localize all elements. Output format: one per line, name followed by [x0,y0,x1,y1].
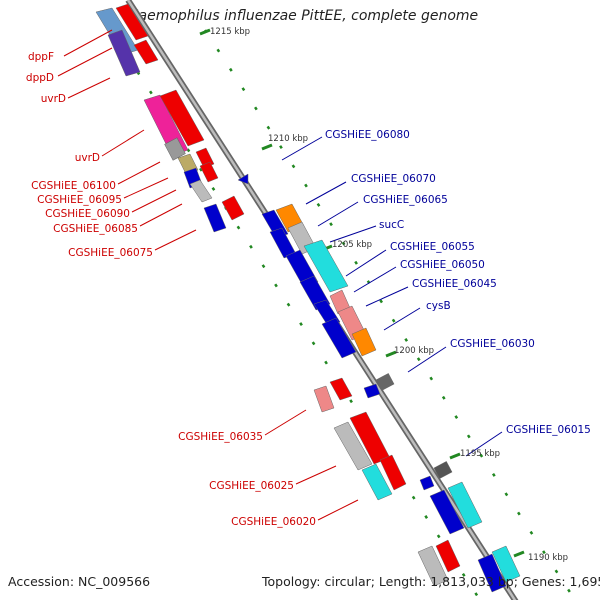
leader-06065 [317,201,359,227]
gene-06030-grey[interactable] [375,373,395,391]
gene-06015-blue-small[interactable] [419,475,435,491]
gene-labels-right: CGSHiEE_06080 CGSHiEE_06070 CGSHiEE_0606… [325,129,591,436]
ruler-tick [385,350,397,358]
gene-label-dppF[interactable]: dppF [28,51,54,63]
gene-label-06055[interactable]: CGSHiEE_06055 [390,241,475,253]
gene-06080-marker[interactable] [237,173,249,185]
gene-06035-red[interactable] [329,377,353,401]
gene-label-06100[interactable]: CGSHiEE_06100 [31,180,116,192]
leader-06050 [353,266,397,293]
gene-uvrD-grey[interactable] [164,137,186,161]
map-title: Haemophilus influenzae PittEE, complete … [128,8,479,24]
gene-06020-cyan[interactable] [361,463,393,501]
gene-06075-blue[interactable] [203,203,227,233]
ruler-ticks [199,28,525,558]
leader-06070 [305,181,347,205]
gene-bottom-red[interactable] [435,539,461,573]
gene-label-06065[interactable]: CGSHiEE_06065 [363,194,448,206]
ruler-label: 1205 kbp [332,240,372,250]
accession-text: Accession: NC_009566 [8,574,151,589]
gene-label-06090[interactable]: CGSHiEE_06090 [45,208,130,220]
leader-uvrD-1 [67,77,111,99]
gene-06015-blue[interactable] [429,489,465,535]
reverse-strand-genes [237,173,521,593]
gene-label-dppD[interactable]: dppD [26,72,54,84]
gene-sucC-cyan[interactable] [303,239,349,293]
gene-cysB-blue[interactable] [321,317,357,359]
leader-06100 [117,161,161,185]
label-leaders-right [281,136,503,457]
gene-06090-red[interactable] [199,161,219,183]
gene-label-06085[interactable]: CGSHiEE_06085 [53,223,138,235]
gene-dppD-arrow[interactable] [107,29,141,77]
gene-upper-red-1[interactable] [115,3,149,41]
leader-dppF [63,29,113,57]
gene-upper-red-2[interactable] [133,39,159,65]
gene-uvrD-red[interactable] [159,89,205,147]
gene-bottom-grey[interactable] [417,545,449,587]
leader-06045 [365,286,409,307]
gene-label-06050[interactable]: CGSHiEE_06050 [400,259,485,271]
gene-label-06070[interactable]: CGSHiEE_06070 [351,173,436,185]
gene-label-06035[interactable]: CGSHiEE_06035 [178,431,263,443]
ruler-label: 1195 kbp [460,449,500,459]
leader-06085 [139,203,183,227]
topology-text: Topology: circular; Length: 1,813,033 bp… [262,574,600,589]
leader-06030 [407,346,447,373]
ruler-tick [199,28,211,36]
gene-label-06080[interactable]: CGSHiEE_06080 [325,129,410,141]
gene-label-cysB[interactable]: cysB [426,300,451,312]
gene-label-uvrD[interactable]: uvrD [41,93,66,105]
gene-06015-dark[interactable] [433,461,453,479]
forward-strand-genes [95,3,461,587]
gene-label-06075[interactable]: CGSHiEE_06075 [68,247,153,259]
gene-label-06015[interactable]: CGSHiEE_06015 [506,424,591,436]
gene-06025-grey[interactable] [333,421,373,471]
leader-06095 [123,177,169,199]
leader-06020 [317,499,359,521]
gene-bottom-blue[interactable] [477,553,507,593]
ruler-labels: 1215 kbp 1210 kbp 1205 kbp 1200 kbp 1195… [210,27,568,563]
ruler-tick [261,143,273,151]
gene-label-06025[interactable]: CGSHiEE_06025 [209,480,294,492]
gene-bottom-cyan[interactable] [491,545,521,583]
leader-06025 [295,465,337,485]
leader-sucC [329,225,377,243]
ruler-label: 1210 kbp [268,134,308,144]
leader-uvrD-2 [101,129,145,157]
gene-label-sucC[interactable]: sucC [379,219,404,231]
gene-06030-blue[interactable] [363,383,381,399]
ruler-tick [513,550,525,558]
gene-labels-left: dppF dppD uvrD uvrD CGSHiEE_06100 CGSHiE… [26,51,316,528]
gene-cysB-orange[interactable] [351,327,377,357]
gene-label-uvrD[interactable]: uvrD [75,152,100,164]
ruler-label: 1215 kbp [210,27,250,37]
leader-06015 [465,431,503,457]
ruler-tick [449,452,461,460]
gene-06085-grey[interactable] [189,179,213,203]
ruler-label: 1200 kbp [394,346,434,356]
ruler-track-right [203,29,577,600]
gene-label-06095[interactable]: CGSHiEE_06095 [37,194,122,206]
gene-label-06045[interactable]: CGSHiEE_06045 [412,278,497,290]
leader-dppD [57,47,113,77]
gene-06035-pink[interactable] [313,385,335,413]
ruler-label: 1190 kbp [528,553,568,563]
leader-06055 [345,249,387,277]
leader-06090 [131,189,177,213]
gene-label-06020[interactable]: CGSHiEE_06020 [231,516,316,528]
gene-06020-red[interactable] [379,454,407,491]
leader-06080 [281,136,323,161]
leader-06035 [264,409,307,436]
leader-cysB [383,307,421,331]
label-leaders-left [57,29,359,521]
gene-06015-cyan[interactable] [447,481,483,529]
gene-label-06030[interactable]: CGSHiEE_06030 [450,338,535,350]
leader-06075 [154,229,197,251]
gene-06075-red[interactable] [221,195,245,221]
